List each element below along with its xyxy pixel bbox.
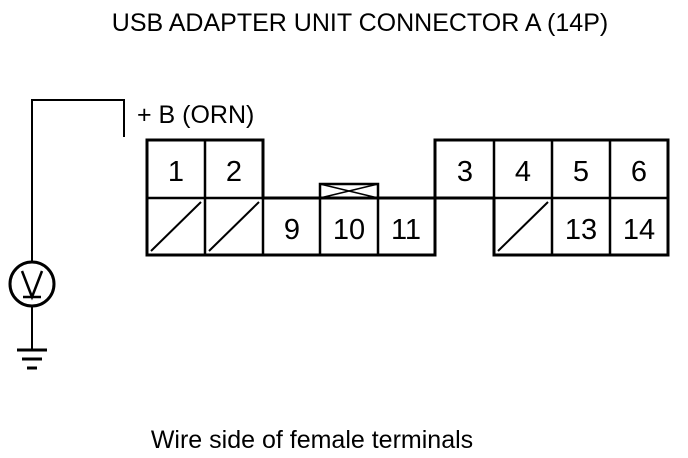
terminal-11: 11	[391, 214, 421, 246]
voltmeter-icon	[8, 260, 56, 308]
terminal-2: 2	[226, 156, 242, 188]
caption: Wire side of female terminals	[151, 426, 473, 454]
terminal-1: 1	[168, 156, 184, 188]
lock-tab-icon	[318, 182, 380, 200]
probe-wire	[31, 99, 125, 262]
terminal-14: 14	[623, 214, 655, 246]
empty-cavity-7	[150, 201, 202, 252]
terminal-5: 5	[573, 156, 589, 188]
wire-label: + B (ORN)	[137, 101, 254, 129]
connector-grid	[147, 140, 668, 255]
terminal-10: 10	[333, 214, 365, 246]
empty-cavity-8	[208, 201, 260, 252]
empty-cavity-12	[497, 201, 549, 252]
ground-icon	[17, 348, 47, 370]
diagram-title: USB ADAPTER UNIT CONNECTOR A (14P)	[112, 9, 608, 37]
terminal-6: 6	[631, 156, 647, 188]
terminal-4: 4	[515, 156, 531, 188]
terminal-3: 3	[457, 156, 473, 188]
terminal-13: 13	[565, 214, 597, 246]
terminal-9: 9	[284, 214, 300, 246]
